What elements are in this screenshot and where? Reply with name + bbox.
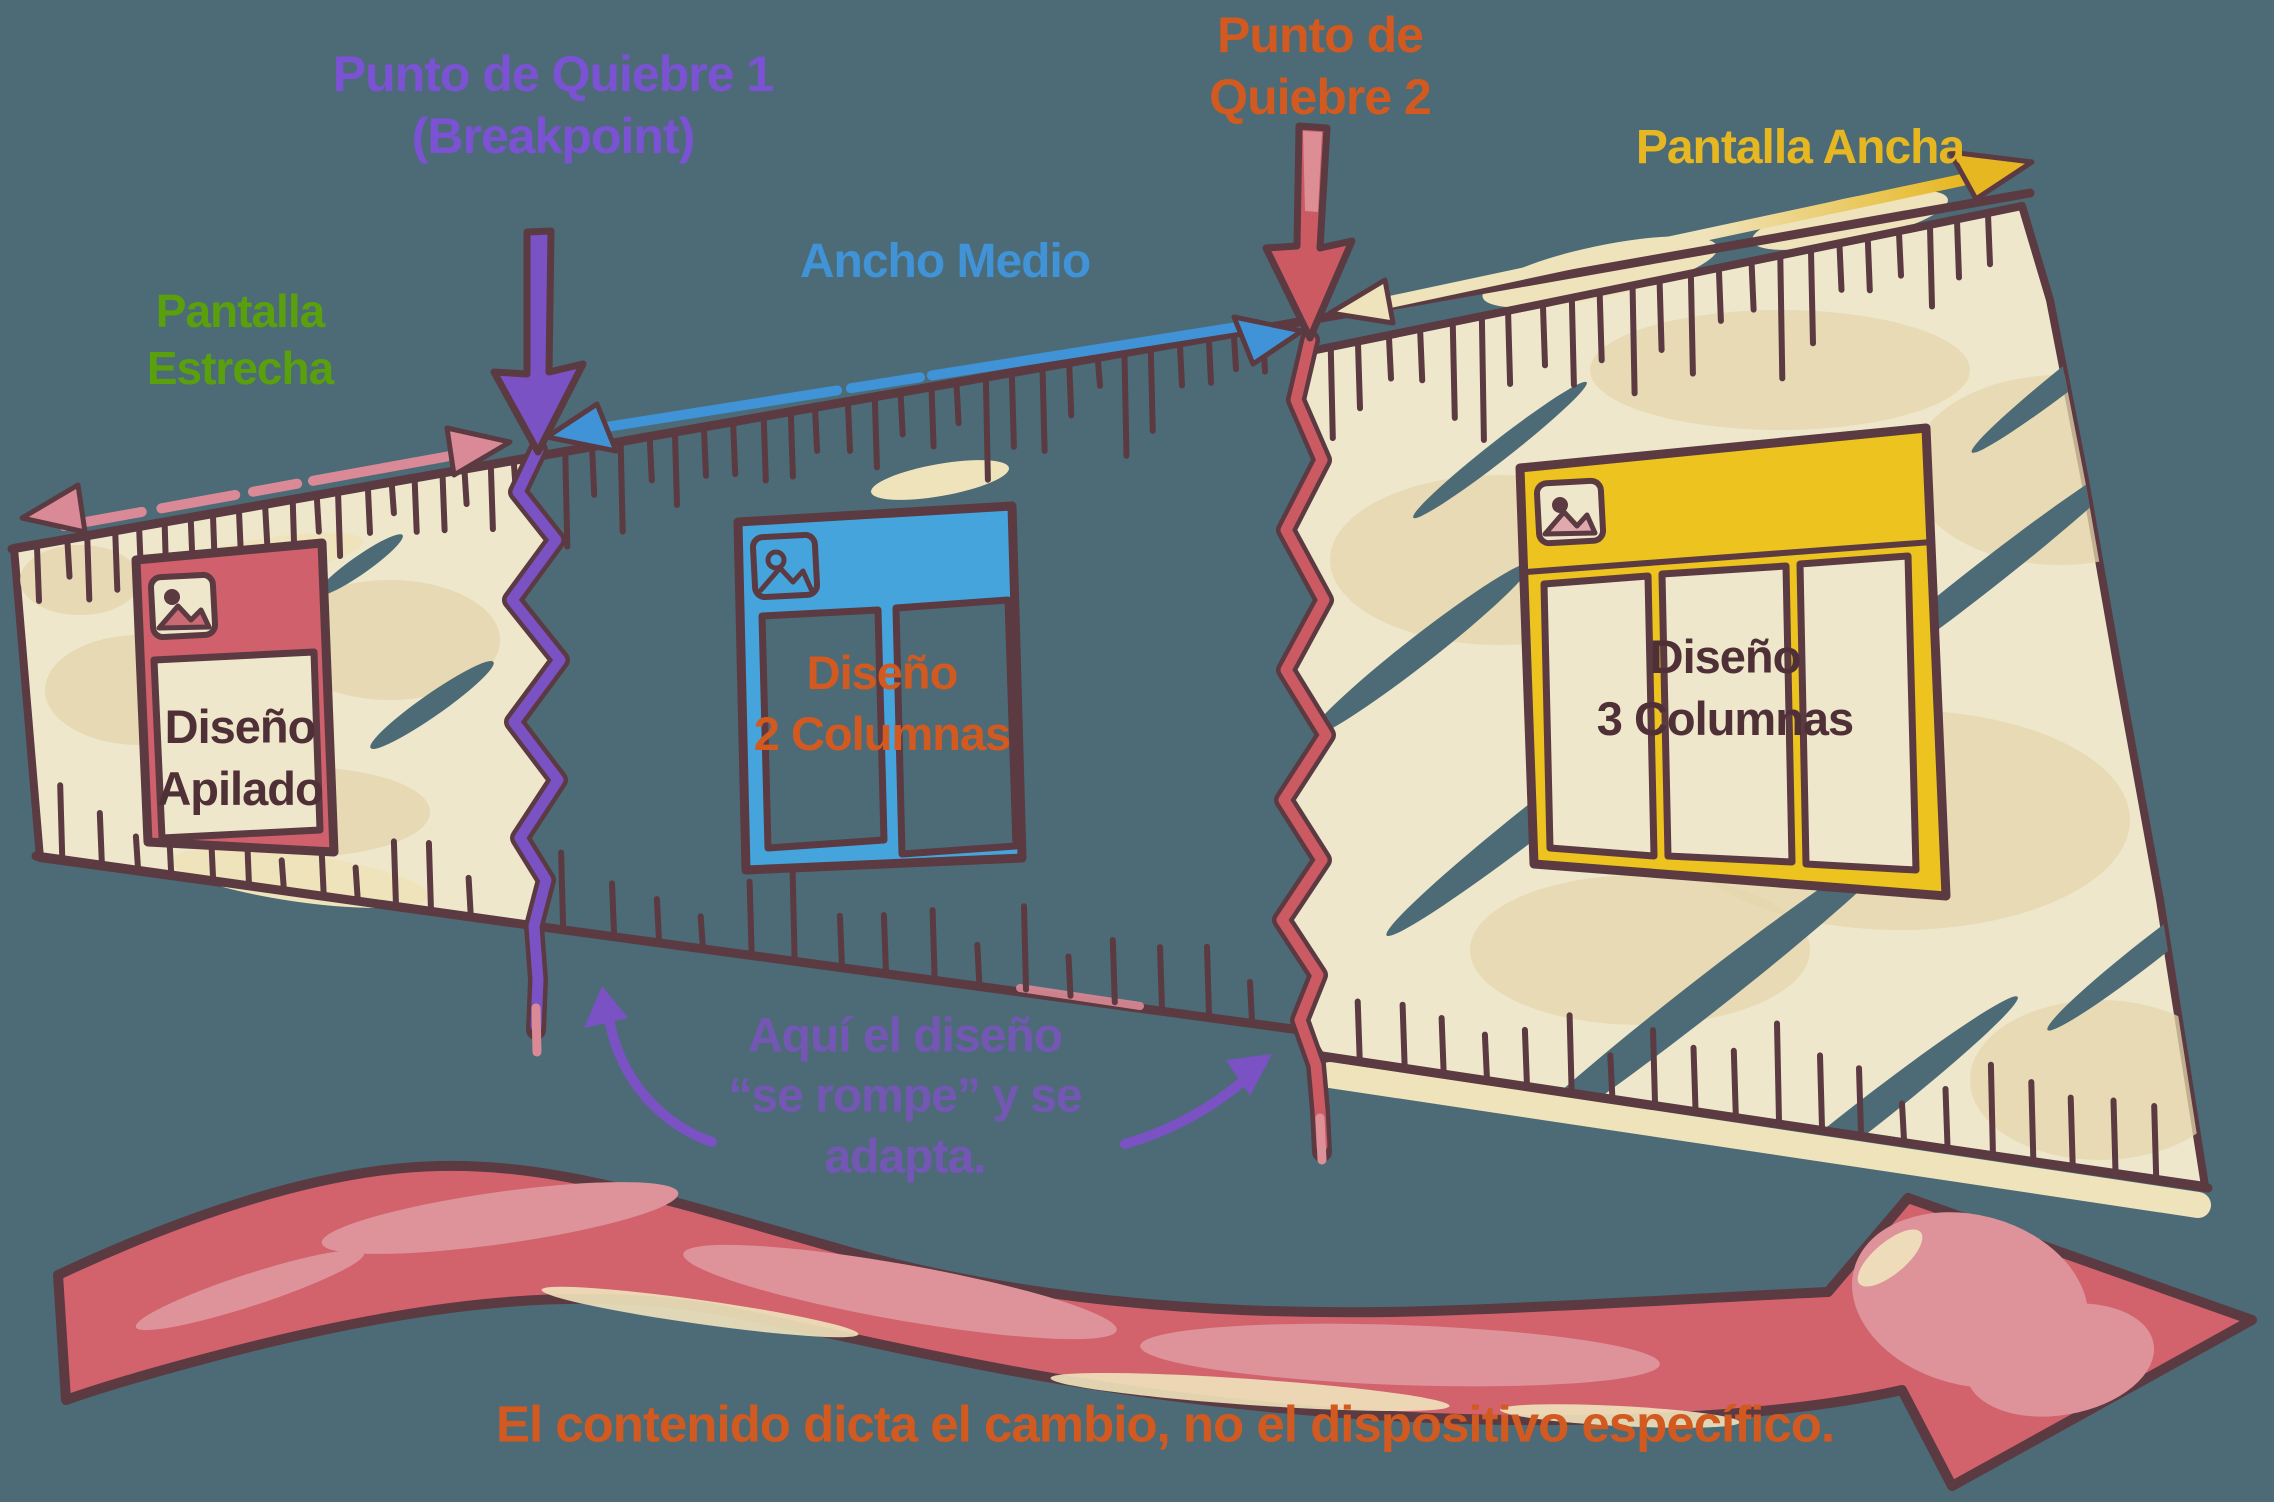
breakpoint-1-marker [490,227,587,1057]
narrow-screen-label-line1: Pantalla [155,284,325,337]
breakpoint-2-zigzag [1276,334,1332,1152]
image-icon [1533,477,1607,547]
two-columns-card-column-2 [892,596,1020,858]
breakpoint-1-zigzag-tip [531,1003,542,1057]
range-arrows [19,149,2035,535]
breakpoint-2-label-line1: Punto de [1217,7,1424,63]
layout-cards [131,423,1951,901]
narrow-screen-label-line2: Estrecha [146,342,334,394]
breakpoint-note-line1: Aquí el diseño [747,1009,1063,1063]
breakpoint-2-marker [1262,122,1356,1165]
breakpoint-1-down-arrow [490,227,587,456]
note-arrows [584,986,1272,1149]
medium-range-arrowhead-right [1231,314,1305,367]
breakpoint-1-label-line2: (Breakpoint) [411,108,695,164]
two-columns-layout-card [733,501,1027,875]
breakpoint-1-label-line1: Punto de Quiebre 1 [332,46,774,102]
stacked-card-label-line1: Diseño [164,699,317,753]
content-flow-arrow-texture [135,1182,2155,1428]
breakpoint-2-zigzag-tip [1315,1113,1327,1165]
stacked-layout-card [131,538,339,857]
wide-screen-label: Pantalla Ancha [1635,121,1965,175]
edge-pink-wear [1016,984,1144,1010]
two-columns-card-label-line1: Diseño [806,645,959,699]
three-columns-card-label-line1: Diseño [1649,629,1802,683]
note-arrowhead-left [584,986,628,1028]
wide-range-arrowhead-left [1327,277,1396,326]
image-icon [749,531,821,601]
note-arrow-left-shaft [602,997,717,1147]
breakpoint-2-down-arrow [1262,122,1356,342]
stacked-card-label-line2: Apilado [157,762,323,815]
medium-range-arrowhead-left [544,401,619,454]
content-flow-arrow [53,1160,2257,1491]
wide-panel-bottom-edge [1317,1051,2213,1193]
three-columns-card-header-divider [1523,539,1935,575]
wide-range-arrowhead-right [1947,149,2035,202]
footer-caption: El contenido dicta el cambio, no el disp… [495,1395,1835,1453]
breakpoint-2-down-arrow-highlight [1303,131,1322,212]
measuring-line [7,188,2035,554]
breakpoint-note-line3: adapta. [824,1130,986,1184]
two-columns-card-label: Diseño 2 Columnas [753,642,1011,764]
ruler-ticks [34,211,2160,1181]
three-columns-card-column-1 [1540,572,1658,860]
three-columns-card-column-2 [1658,562,1796,866]
breakpoint-2-label: Punto de Quiebre 2 [1209,4,1432,128]
wide-range-arrow-shaft [1384,174,1968,308]
breakpoint-note-line2: “se rompe” y se [728,1069,1082,1123]
ruler-tick-marks [34,211,2160,1181]
medium-range-arrow-shaft [595,320,1255,433]
narrow-range-arrow-shaft [59,451,455,531]
breakpoint-note: Aquí el diseño “se rompe” y se adapta. [728,1006,1082,1187]
three-columns-card-column-3 [1796,552,1920,874]
breakpoint-1-label: Punto de Quiebre 1 (Breakpoint) [332,43,774,167]
two-columns-card-label-line2: 2 Columnas [753,707,1011,760]
three-columns-layout-card [1515,423,1951,901]
image-icon [147,571,219,641]
note-arrowhead-right [1226,1054,1272,1096]
two-columns-card-column-1 [758,606,888,852]
narrow-range-arrowhead-right [444,425,513,478]
stacked-card-label: Diseño Apilado [157,696,323,820]
narrow-screen-label: Pantalla Estrecha [146,283,334,397]
breakpoint-2-label-line2: Quiebre 2 [1209,69,1432,125]
paper-bottom-highlight [1317,1062,2211,1218]
three-columns-card-label: Diseño 3 Columnas [1596,626,1854,750]
narrow-range-arrowhead-left [19,482,88,535]
three-columns-card-label-line2: 3 Columnas [1596,692,1854,745]
stacked-card-text-panel [150,648,324,842]
medium-width-label: Ancho Medio [799,235,1091,289]
wide-panel-top-edge [1302,202,2026,356]
breakpoint-1-zigzag [506,444,566,1032]
